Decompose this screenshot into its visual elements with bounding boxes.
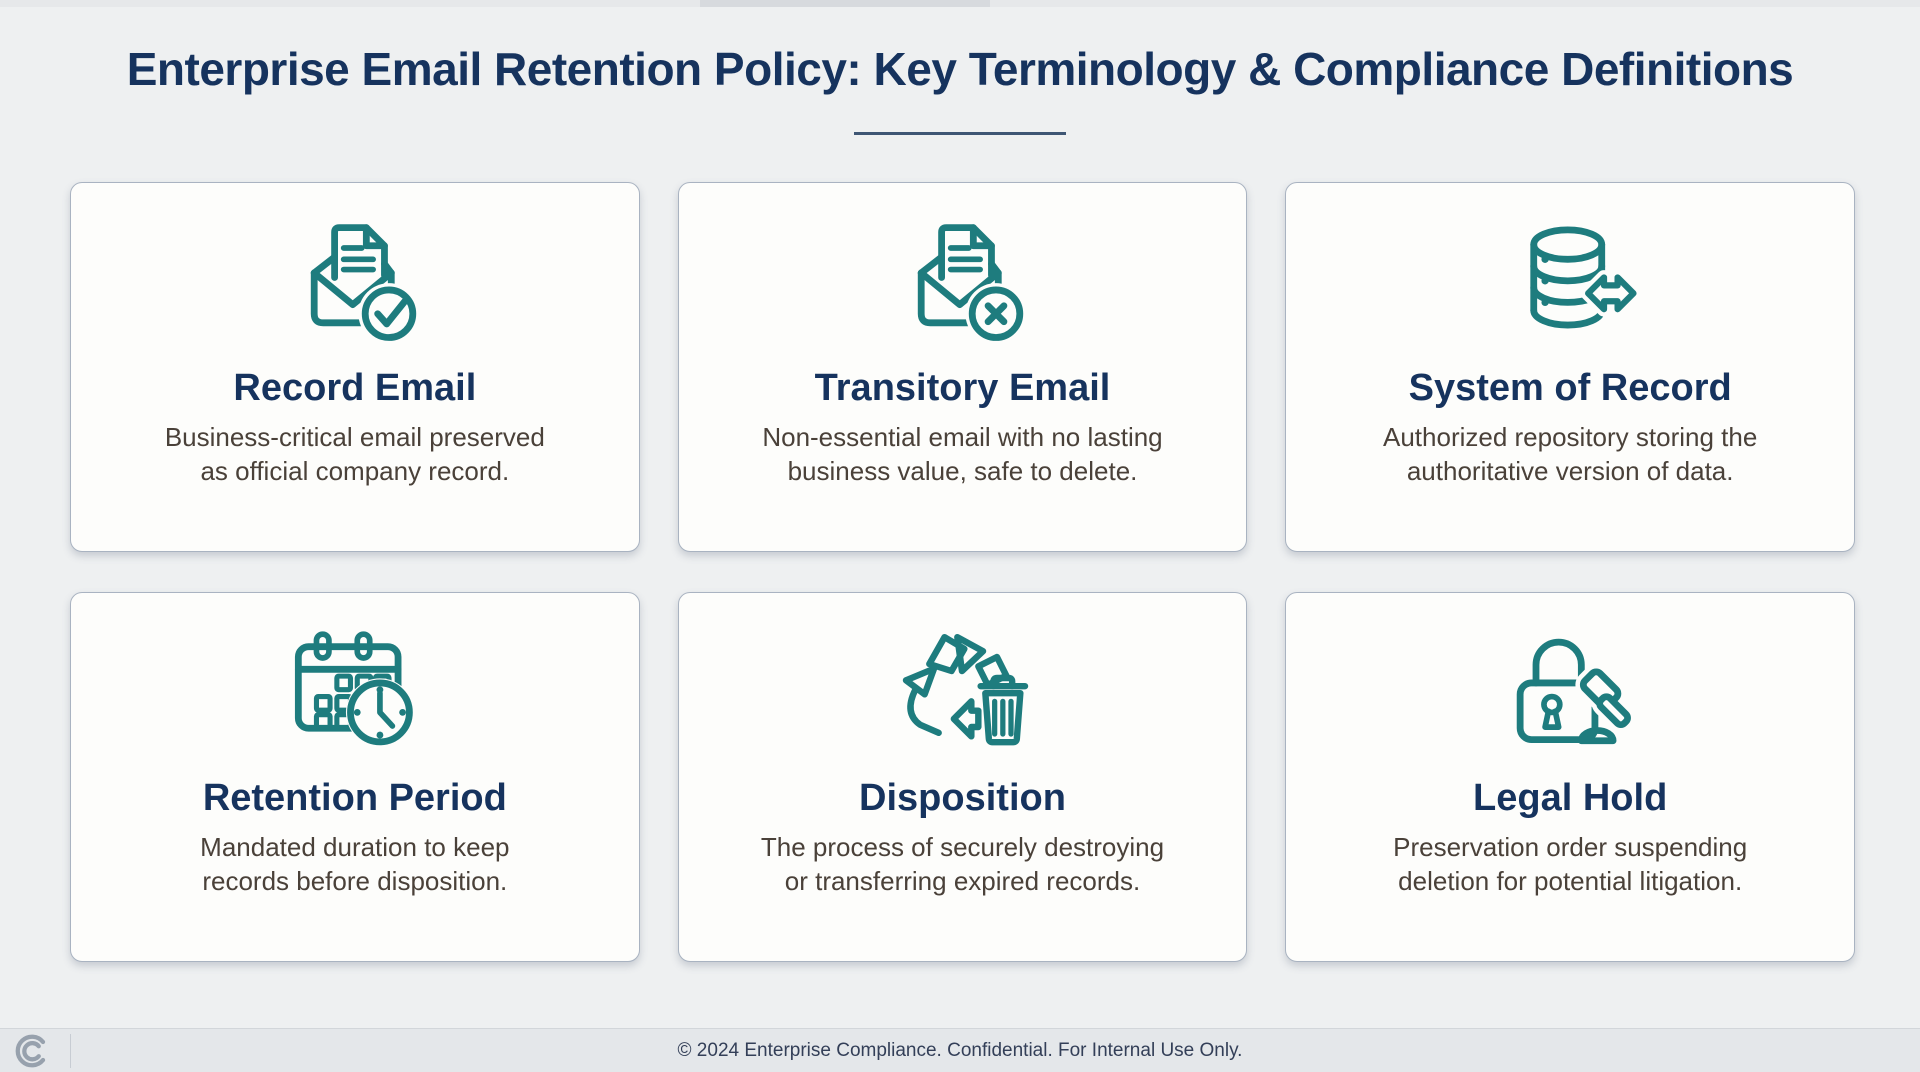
footer-divider: [70, 1034, 71, 1068]
card-description: Mandated duration to keep records before…: [200, 832, 510, 896]
card-transitory-email: Transitory Email Non-essential email wit…: [677, 182, 1248, 552]
card-title: Transitory Email: [814, 367, 1111, 409]
definition-card-grid: Record Email Business-critical email pre…: [0, 135, 1920, 962]
title-underline: [854, 132, 1066, 135]
card-title: Disposition: [859, 777, 1066, 819]
card-record-email: Record Email Business-critical email pre…: [70, 182, 640, 552]
compliance-logo-icon: [15, 1034, 46, 1068]
calendar-clock-icon: [294, 631, 414, 747]
mail-document-check-icon: [310, 224, 420, 345]
lock-gavel-icon: [1516, 638, 1636, 745]
card-disposition: Disposition The process of securely dest…: [677, 592, 1248, 962]
database-transfer-icon: [1530, 226, 1639, 329]
card-retention-period: Retention Period Mandated duration to ke…: [70, 592, 640, 962]
page-title: Enterprise Email Retention Policy: Key T…: [126, 43, 1794, 95]
card-title: Retention Period: [202, 777, 507, 819]
card-system-of-record: System of Record Authorized repository s…: [1285, 182, 1855, 552]
card-legal-hold: Legal Hold Preservation order suspending…: [1285, 592, 1855, 962]
card-title: Record Email: [233, 367, 477, 409]
card-description: Preservation order suspending deletion f…: [1393, 832, 1748, 896]
card-title: Legal Hold: [1473, 777, 1668, 819]
card-title: System of Record: [1408, 367, 1732, 409]
footer-text: © 2024 Enterprise Compliance. Confidenti…: [677, 1039, 1243, 1061]
card-description: The process of securely destroying or tr…: [760, 832, 1165, 896]
card-description: Non-essential email with no lasting busi…: [762, 422, 1163, 486]
mail-document-x-icon: [918, 224, 1028, 345]
top-edge-strip-segment: [700, 0, 990, 7]
recycle-trash-icon: [903, 633, 1029, 746]
card-description: Business-critical email preserved as off…: [164, 422, 545, 486]
card-description: Authorized repository storing the author…: [1383, 422, 1758, 486]
footer-bar: © 2024 Enterprise Compliance. Confidenti…: [0, 1028, 1920, 1072]
